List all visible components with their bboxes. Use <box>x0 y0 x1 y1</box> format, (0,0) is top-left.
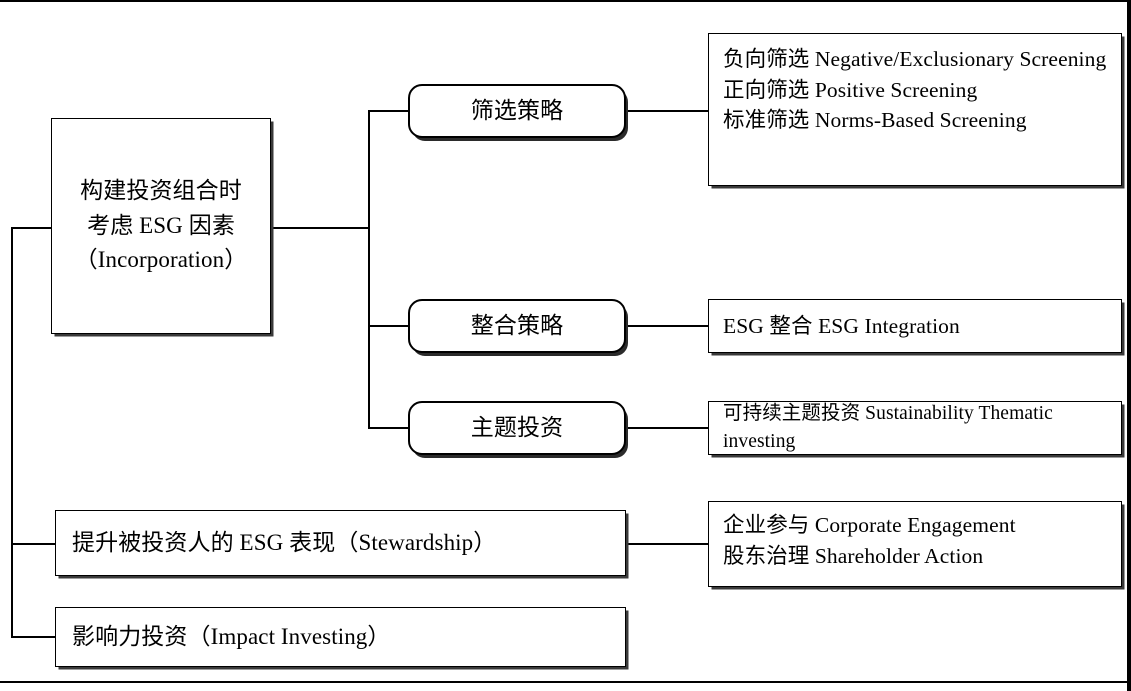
connector-middle-spine-vertical <box>368 110 370 429</box>
connector-left-to-impact <box>11 636 55 638</box>
connector-root-to-spine <box>271 227 370 229</box>
node-box-thematic-label: 主题投资 <box>470 414 564 440</box>
stewardship-box-label: 提升被投资人的 ESG 表现（Stewardship） <box>72 529 497 555</box>
detail-box-stewardship[interactable]: 企业参与 Corporate Engagement 股东治理 Sharehold… <box>708 501 1122 587</box>
connector-left-trunk-vertical <box>11 227 13 638</box>
stewardship-box[interactable]: 提升被投资人的 ESG 表现（Stewardship） <box>55 510 626 576</box>
detail-box-stewardship-text: 企业参与 Corporate Engagement 股东治理 Sharehold… <box>723 513 1016 568</box>
connector-left-to-root <box>11 227 55 229</box>
root-box-label: 构建投资组合时 考虑 ESG 因素 （Incorporation） <box>74 178 248 273</box>
page-frame-bottom-rule <box>0 681 1131 683</box>
connector-screening-node-to-detail <box>626 110 710 112</box>
page-frame-top-rule <box>0 0 1131 2</box>
connector-spine-to-thematic-node <box>368 427 410 429</box>
connector-stewardship-to-detail <box>626 543 710 545</box>
node-box-screening[interactable]: 筛选策略 <box>408 84 626 138</box>
node-box-integration-label: 整合策略 <box>470 312 564 338</box>
impact-investing-box-label: 影响力投资（Impact Investing） <box>72 623 391 649</box>
connector-spine-to-screening-node <box>368 110 410 112</box>
node-box-integration[interactable]: 整合策略 <box>408 299 626 353</box>
node-box-thematic[interactable]: 主题投资 <box>408 401 626 455</box>
page-frame-right-rule <box>1127 0 1131 691</box>
detail-box-integration[interactable]: ESG 整合 ESG Integration <box>708 299 1122 353</box>
connector-integration-node-to-detail <box>626 325 710 327</box>
detail-box-screening-text: 负向筛选 Negative/Exclusionary Screening 正向筛… <box>723 47 1107 133</box>
impact-investing-box[interactable]: 影响力投资（Impact Investing） <box>55 607 626 667</box>
detail-box-screening[interactable]: 负向筛选 Negative/Exclusionary Screening 正向筛… <box>708 33 1122 186</box>
connector-spine-to-integration-node <box>368 325 410 327</box>
connector-left-to-stewardship <box>11 543 55 545</box>
node-box-screening-label: 筛选策略 <box>470 97 564 123</box>
root-box[interactable]: 构建投资组合时 考虑 ESG 因素 （Incorporation） <box>51 118 271 334</box>
detail-box-integration-text: ESG 整合 ESG Integration <box>723 313 960 338</box>
detail-box-thematic-text: 可持续主题投资 Sustainability Thematic investin… <box>723 403 1053 452</box>
connector-thematic-node-to-detail <box>626 427 710 429</box>
detail-box-thematic[interactable]: 可持续主题投资 Sustainability Thematic investin… <box>708 401 1122 455</box>
